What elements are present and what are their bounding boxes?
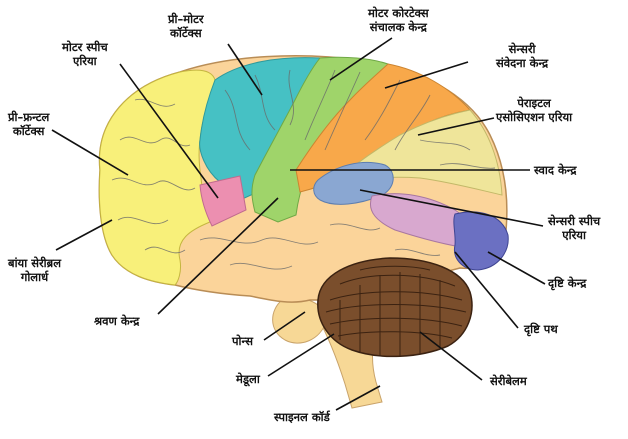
label-pons: पोन्स [232,334,253,348]
line-medulla [267,333,335,377]
line-hearing [157,197,279,315]
line-pre-frontal [51,129,129,176]
label-parietal-association: पेराइटल एसोसिएशन एरिया [496,96,573,124]
label-sensory-center: सेन्सरी संवेदना केन्द्र [496,42,549,70]
label-motor-cortex-control: मोटर कोरटेक्स संचालक केन्द्र [368,6,429,34]
label-pre-motor-cortex: प्री–मोटर कॉर्टेक्स [168,12,204,40]
line-visual-center [487,251,546,285]
line-sensory-center [384,61,469,89]
label-optic-path: दृष्टि पथ [524,322,558,336]
label-medulla: मेडूला [236,372,260,386]
line-sensory-speech [359,189,544,227]
line-parietal [417,117,495,136]
label-spinal-cord: स्पाइनल कॉर्ड [274,410,330,424]
cerebellum-shape [317,257,473,358]
label-cerebellum: सेरीबेलम [490,374,527,388]
label-left-cerebral-hemisphere: बांया सेरीब्रल गोलार्ध [8,256,62,284]
leader-lines [51,37,546,411]
line-pons [263,311,306,341]
line-optic-path [454,251,519,329]
label-visual-center: दृष्टि केन्द्र [548,276,587,290]
label-taste-center: स्वाद केन्द्र [534,163,577,177]
line-spinal-cord [335,385,381,411]
label-motor-speech-area: मोटर स्पीच एरिया [62,40,108,68]
line-cerebellum [419,331,483,381]
label-hearing-center: श्रवण केन्द्र [94,314,140,328]
label-sensory-speech-area: सेन्सरी स्पीच एरिया [548,214,601,242]
brain-sulci [111,69,496,270]
line-motor-control [329,37,393,81]
line-left-hemisphere [55,219,113,251]
cerebellum-folia [325,265,467,356]
line-pre-motor [227,43,263,96]
label-pre-frontal-cortex: प्री–फ्रन्टल कॉर्टेक्स [8,110,50,138]
pons-shape [272,297,327,344]
line-motor-speech [119,63,219,199]
